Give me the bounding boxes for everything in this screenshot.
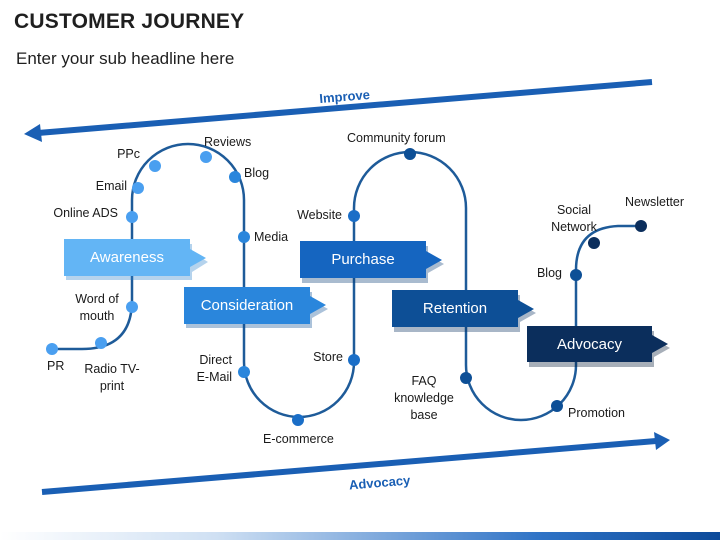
dot-promotion	[551, 400, 563, 412]
dot-ppc	[149, 160, 161, 172]
dot-direct-email	[238, 366, 250, 378]
dot-radio	[95, 337, 107, 349]
dot-pr	[46, 343, 58, 355]
dot-ecommerce	[292, 414, 304, 426]
page-subtitle: Enter your sub headline here	[16, 49, 235, 68]
dot-blog1	[229, 171, 241, 183]
label-ppc: PPc	[117, 147, 140, 161]
label-blog-1: Blog	[244, 166, 270, 180]
dot-email	[132, 182, 144, 194]
advocacy-arrow	[41, 432, 670, 495]
label-faq-knowledge-base: FAQ knowledge base	[394, 374, 454, 422]
dot-online-ads	[126, 211, 138, 223]
label-promotion: Promotion	[568, 406, 625, 420]
label-newsletter: Newsletter	[625, 195, 685, 209]
touchpoint-dots	[46, 148, 647, 426]
label-word-of-mouth: Word of mouth	[75, 292, 119, 323]
label-website: Website	[297, 208, 342, 222]
improve-label: Improve	[319, 87, 371, 106]
stage-shapes	[64, 239, 670, 367]
stage-consideration: Consideration	[200, 297, 294, 314]
label-community-forum: Community forum	[347, 131, 446, 145]
label-social-network: Social Network	[551, 203, 597, 234]
label-blog-2: Blog	[536, 266, 562, 280]
dot-blog2	[570, 269, 582, 281]
label-direct-email: Direct E-Mail	[196, 353, 232, 384]
bottom-decor-bar	[0, 532, 720, 540]
dot-community	[404, 148, 416, 160]
stage-advocacy: Advocacy	[556, 335, 623, 353]
label-email: Email	[95, 179, 127, 193]
label-store: Store	[313, 350, 343, 364]
dot-store	[348, 354, 360, 366]
dot-word-of-mouth	[126, 301, 138, 313]
stage-purchase: Purchase	[331, 251, 395, 268]
dot-website	[348, 210, 360, 222]
stage-retention: Retention	[422, 300, 488, 317]
dot-social	[588, 237, 600, 249]
dot-faq	[460, 372, 472, 384]
dot-newsletter	[635, 220, 647, 232]
dot-reviews	[200, 151, 212, 163]
label-e-commerce: E-commerce	[263, 432, 334, 446]
improve-arrow	[24, 79, 653, 142]
label-reviews: Reviews	[204, 135, 252, 149]
label-radio-tv-print: Radio TV- print	[84, 362, 140, 393]
label-media: Media	[254, 230, 289, 244]
label-online-ads: Online ADS	[53, 206, 118, 220]
stage-awareness: Awareness	[90, 249, 164, 266]
label-pr: PR	[47, 359, 65, 373]
page-title: CUSTOMER JOURNEY	[14, 10, 245, 33]
advocacy-arrow-label: Advocacy	[348, 472, 411, 492]
dot-media	[238, 231, 250, 243]
